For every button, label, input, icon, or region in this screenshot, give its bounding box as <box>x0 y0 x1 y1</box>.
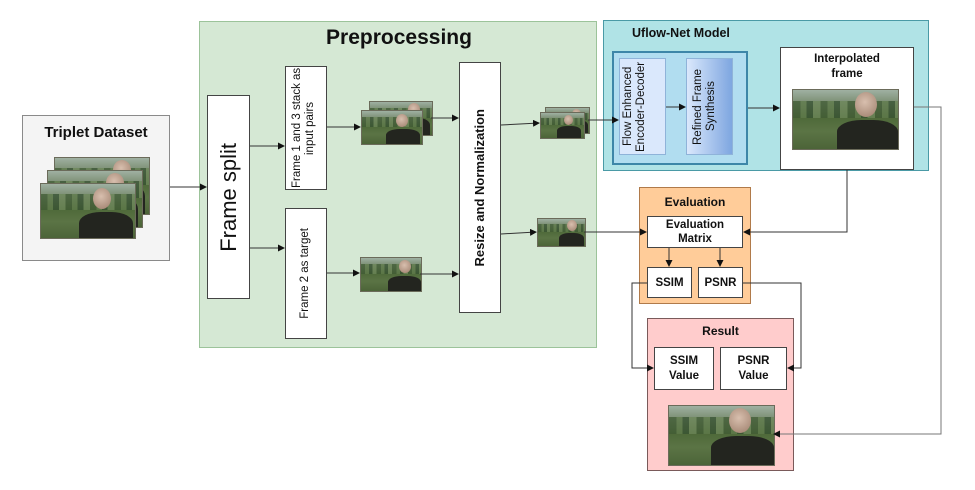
psnr-value-box: PSNR Value <box>720 347 787 390</box>
encoder-decoder-box: Flow Enhanced Encoder-Decoder <box>619 58 666 155</box>
target-box: Frame 2 as target <box>285 208 327 339</box>
ssim-label: SSIM <box>655 276 684 289</box>
preprocessing-title: Preprocessing <box>326 26 472 49</box>
triplet-dataset-title: Triplet Dataset <box>44 124 148 141</box>
arrow-resize-to-normtarget <box>500 228 537 236</box>
arrow-psnr-to-psnrvalue <box>743 282 802 372</box>
arrow-interpolated-to-result <box>773 106 942 438</box>
refined-synthesis-box: Refined Frame Synthesis <box>686 58 733 155</box>
evaluation-title: Evaluation <box>664 195 726 209</box>
arrow-interpolated-to-matrix <box>743 170 848 236</box>
ssim-box: SSIM <box>647 267 692 298</box>
input-pairs-box: Frame 1 and 3 stack as input pairs <box>285 66 327 190</box>
frame-split-box: Frame split <box>207 95 250 299</box>
evaluation-matrix-label: Evaluation Matrix <box>665 218 725 245</box>
psnr-value-label: PSNR Value <box>737 354 770 382</box>
psnr-label: PSNR <box>704 276 737 289</box>
preprocessing-panel: Preprocessing <box>199 21 597 348</box>
psnr-box: PSNR <box>698 267 743 298</box>
arrow-ssim-to-ssimvalue <box>631 282 654 372</box>
uflow-net-title: Uflow-Net Model <box>632 26 730 40</box>
resize-normalization-box: Resize and Normalization <box>459 62 501 313</box>
interpolated-frame-title: Interpolated frame <box>814 53 880 80</box>
evaluation-matrix-box: Evaluation Matrix <box>647 216 743 248</box>
arrow-resize-to-normpair <box>500 119 540 127</box>
ssim-value-label: SSIM Value <box>668 354 700 382</box>
ssim-value-box: SSIM Value <box>654 347 714 390</box>
result-title: Result <box>702 324 739 338</box>
